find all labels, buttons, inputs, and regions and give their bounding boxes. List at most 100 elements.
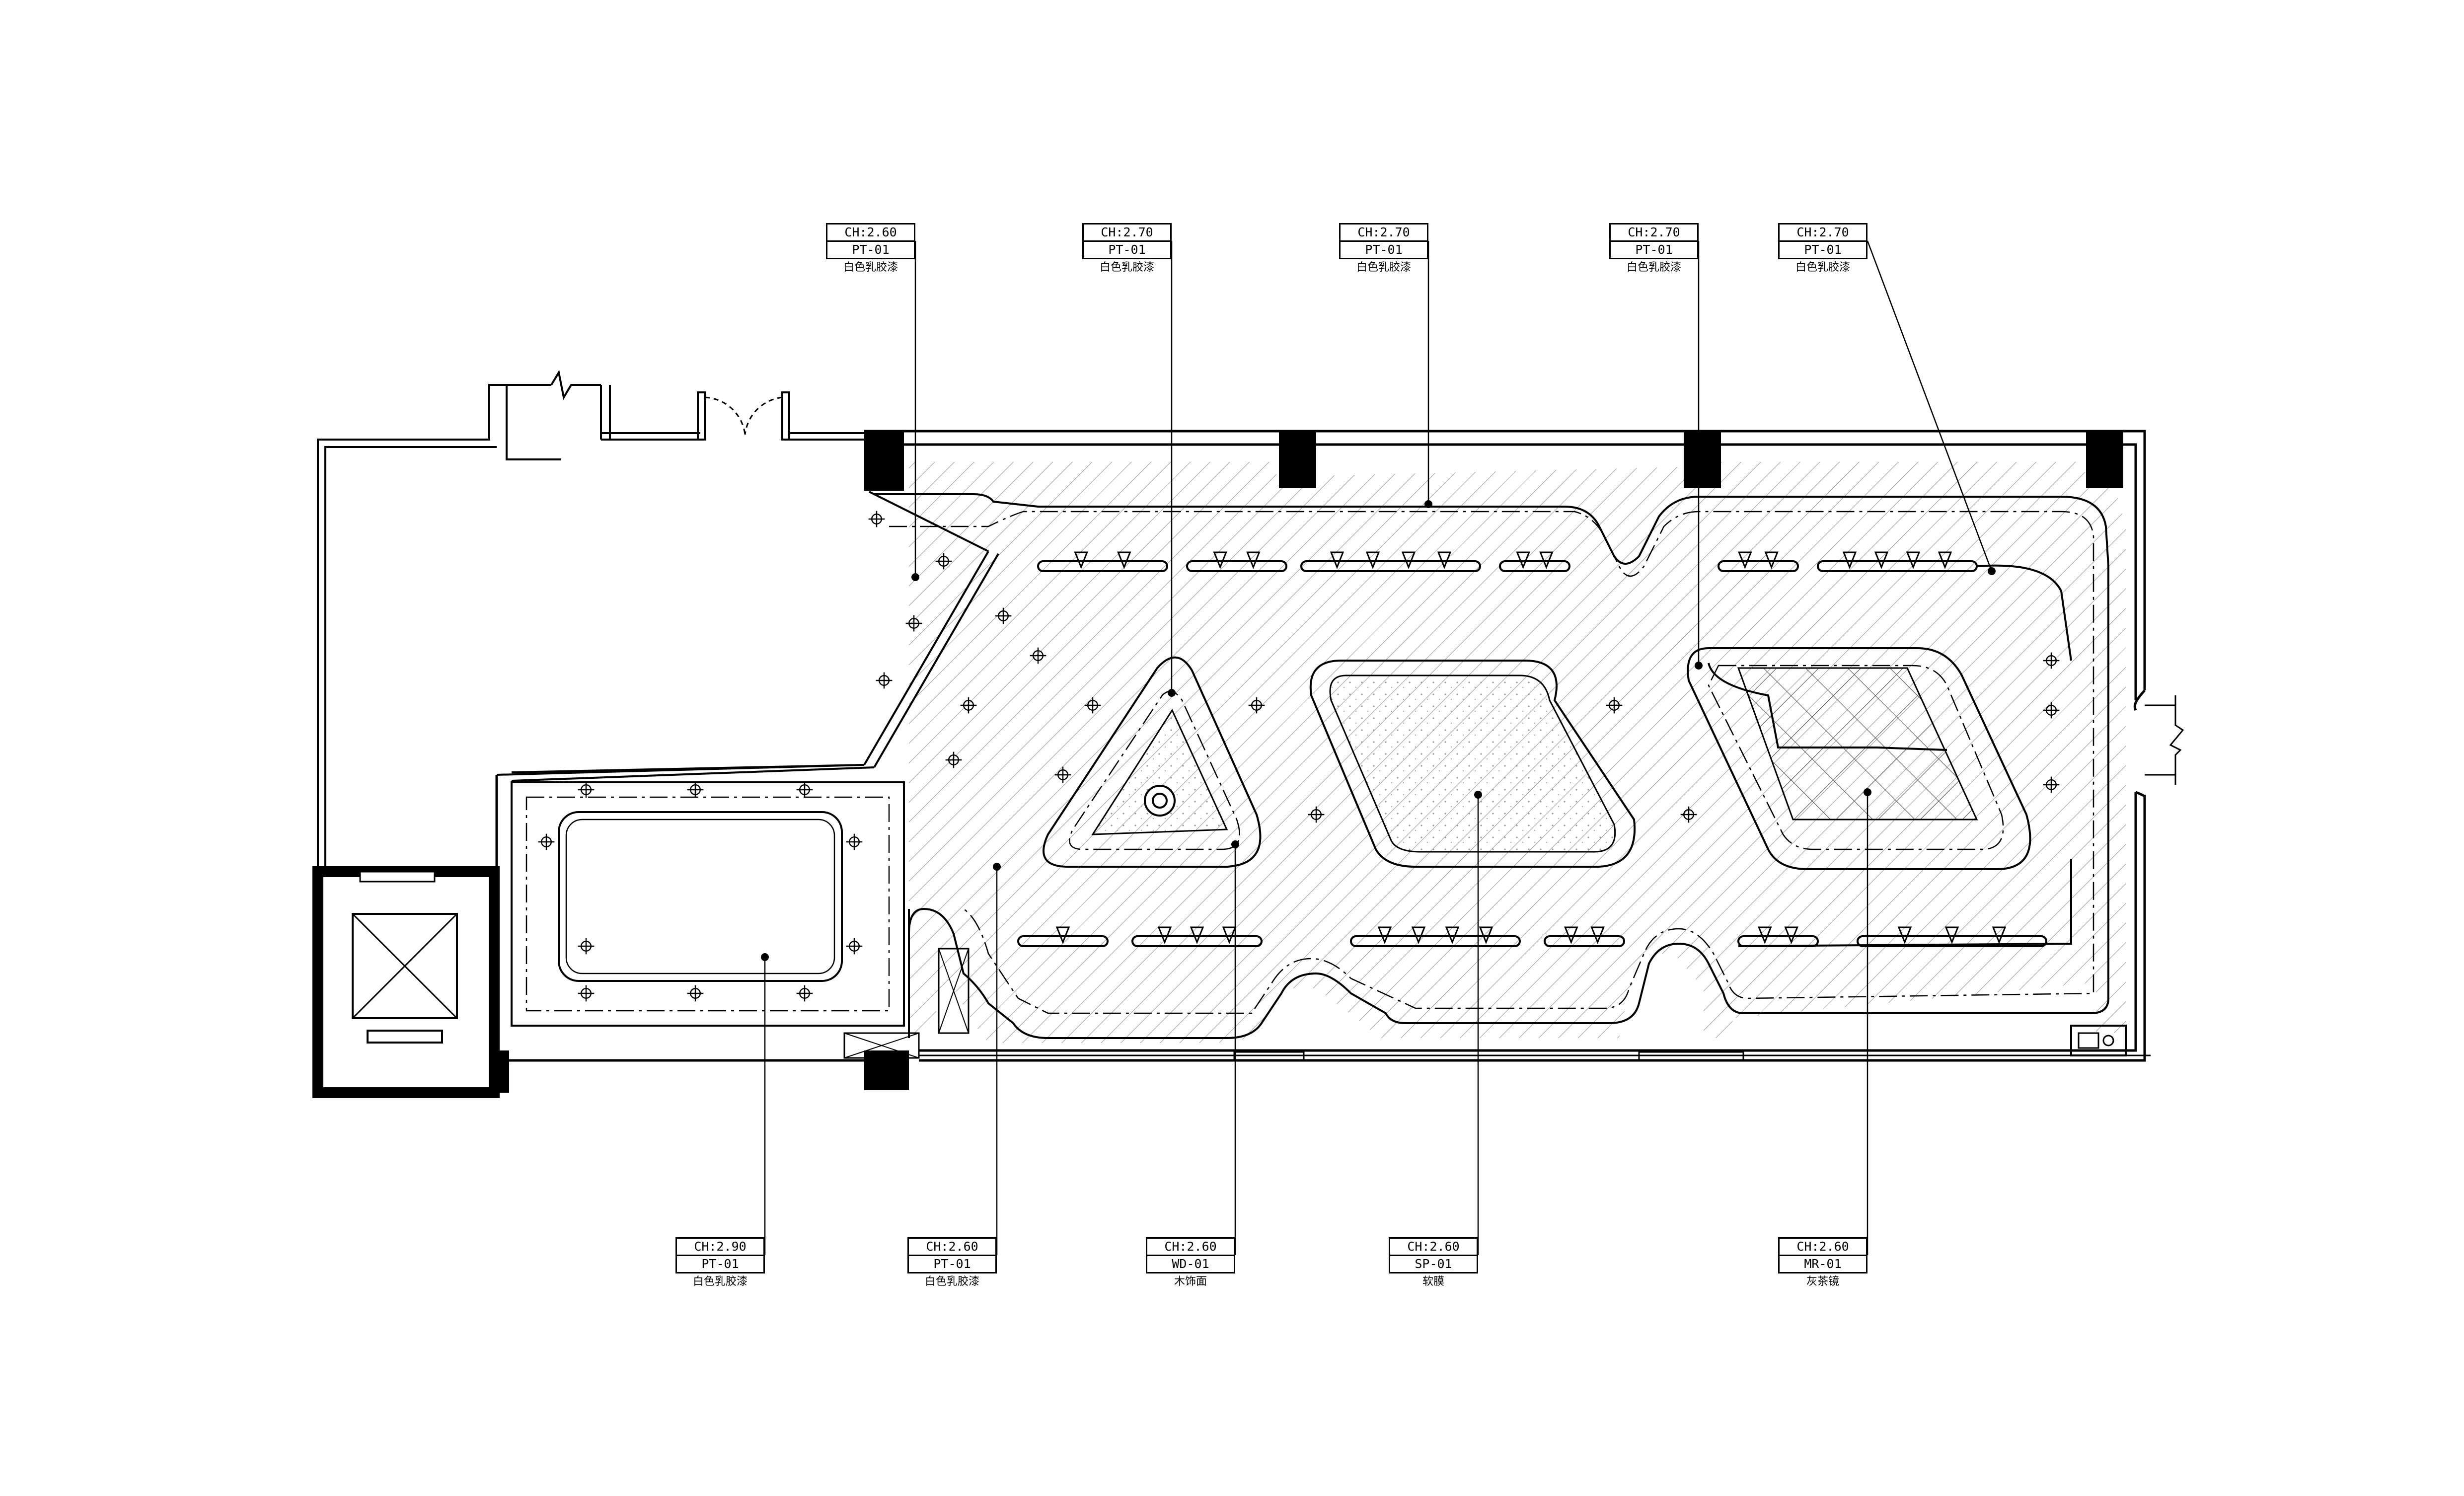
tag-box: CH:2.70 PT-01 <box>1339 223 1428 259</box>
left-room-outline <box>317 370 864 872</box>
track-head-icon <box>1445 926 1460 945</box>
downlight-icon <box>686 984 704 1002</box>
mirror-ceiling <box>1687 647 2031 870</box>
curved-track-right <box>1708 564 2072 947</box>
tag-code: SP-01 <box>1390 1255 1477 1272</box>
track-head-icon <box>1590 926 1605 945</box>
tag-material: 白色乳胶漆 <box>1626 261 1681 274</box>
downlight-icon <box>577 781 595 799</box>
track-head-icon <box>1117 551 1131 570</box>
tag-height: CH:2.60 <box>926 1239 978 1254</box>
track-head-icon <box>1784 926 1798 945</box>
leader-lines <box>764 240 1993 1255</box>
linear-track-lights <box>1017 551 2047 947</box>
downlight-icon <box>875 672 893 689</box>
ceiling-tag: CH:2.60 WD-01 木饰面 <box>1146 1237 1235 1289</box>
ceiling-tag: CH:2.70 PT-01 白色乳胶漆 <box>1339 223 1428 275</box>
track-head-icon <box>1330 551 1344 570</box>
track-head-icon <box>1944 926 1959 945</box>
tag-material: 白色乳胶漆 <box>1356 261 1411 274</box>
downlight-icon <box>577 984 595 1002</box>
ceiling-tag: CH:2.70 PT-01 白色乳胶漆 <box>1082 223 1172 275</box>
diagonal-wall <box>496 491 999 1038</box>
tag-box: CH:2.70 PT-01 <box>1778 223 1867 259</box>
ceiling-perimeter <box>874 493 2109 1039</box>
tag-box: CH:2.60 PT-01 <box>907 1237 997 1273</box>
track-light <box>1350 935 1521 947</box>
track-head-icon <box>1938 551 1952 570</box>
downlight-icon <box>845 833 863 851</box>
wood-triangle-ceiling <box>1043 656 1262 868</box>
track-head-icon <box>1539 551 1554 570</box>
tag-material: 白色乳胶漆 <box>843 261 898 274</box>
tag-code: PT-01 <box>1611 240 1697 258</box>
track-head-icon <box>1377 926 1392 945</box>
downlight-icon <box>537 833 555 851</box>
tag-box: CH:2.60 SP-01 <box>1389 1237 1478 1273</box>
track-light <box>1499 560 1570 572</box>
track-head-icon <box>1758 926 1772 945</box>
structural-columns <box>864 431 2123 1090</box>
track-head-icon <box>1190 926 1204 945</box>
tag-material: 软膜 <box>1422 1275 1444 1288</box>
ceiling-tag: CH:2.60 PT-01 白色乳胶漆 <box>907 1237 997 1289</box>
track-head-icon <box>1055 926 1070 945</box>
tag-box: CH:2.60 PT-01 <box>826 223 915 259</box>
ceiling-tag: CH:2.60 SP-01 软膜 <box>1389 1237 1478 1289</box>
tag-height: CH:2.60 <box>844 225 897 239</box>
ceiling-perimeter-dashed <box>889 511 2094 1014</box>
tag-height: CH:2.70 <box>1101 225 1153 239</box>
track-head-icon <box>1246 551 1261 570</box>
tag-box: CH:2.60 MR-01 <box>1778 1237 1867 1273</box>
tag-box: CH:2.70 PT-01 <box>1082 223 1172 259</box>
tag-height: CH:2.70 <box>1357 225 1410 239</box>
track-head-icon <box>1213 551 1227 570</box>
tag-code: PT-01 <box>909 1255 995 1272</box>
track-light <box>1186 560 1287 572</box>
track-head-icon <box>1074 551 1088 570</box>
tag-box: CH:2.90 PT-01 <box>675 1237 765 1273</box>
tag-box: CH:2.70 PT-01 <box>1609 223 1699 259</box>
tag-code: PT-01 <box>827 240 914 258</box>
tag-code: PT-01 <box>677 1255 763 1272</box>
tag-code: PT-01 <box>1341 240 1427 258</box>
tag-height: CH:2.60 <box>1796 1239 1849 1254</box>
soft-film-rhombus <box>1309 660 1636 868</box>
tag-material: 白色乳胶漆 <box>924 1275 979 1288</box>
track-head-icon <box>1479 926 1493 945</box>
ceiling-tag: CH:2.70 PT-01 白色乳胶漆 <box>1778 223 1867 275</box>
track-head-icon <box>1764 551 1779 570</box>
tag-box: CH:2.60 WD-01 <box>1146 1237 1235 1273</box>
track-head-icon <box>1906 551 1921 570</box>
track-head-icon <box>1401 551 1416 570</box>
downlight-icon <box>868 510 886 528</box>
track-light <box>1037 560 1168 572</box>
track-light <box>1131 935 1263 947</box>
ceiling-tag: CH:2.60 PT-01 白色乳胶漆 <box>826 223 915 275</box>
track-light <box>1300 560 1481 572</box>
track-light <box>1544 935 1625 947</box>
track-head-icon <box>1738 551 1752 570</box>
tag-height: CH:2.90 <box>694 1239 747 1254</box>
downlight-icon <box>845 937 863 955</box>
tag-height: CH:2.60 <box>1407 1239 1460 1254</box>
downlight-icon <box>796 781 814 799</box>
leader-dots <box>761 500 1996 961</box>
downlight-icon <box>796 984 814 1002</box>
left-room-ceiling <box>511 781 970 1059</box>
track-head-icon <box>1365 551 1380 570</box>
tag-material: 白色乳胶漆 <box>692 1275 747 1288</box>
track-head-icon <box>1157 926 1172 945</box>
downlight-icon <box>686 781 704 799</box>
ceiling-tag: CH:2.90 PT-01 白色乳胶漆 <box>675 1237 765 1289</box>
downlight-icon <box>577 937 595 955</box>
tag-height: CH:2.60 <box>1164 1239 1217 1254</box>
tag-material: 灰茶镜 <box>1806 1275 1839 1288</box>
ceiling-tag: CH:2.70 PT-01 白色乳胶漆 <box>1609 223 1699 275</box>
track-head-icon <box>1437 551 1452 570</box>
tag-code: PT-01 <box>1084 240 1170 258</box>
tag-code: PT-01 <box>1780 240 1866 258</box>
track-head-icon <box>1992 926 2007 945</box>
tag-material: 白色乳胶漆 <box>1099 261 1154 274</box>
